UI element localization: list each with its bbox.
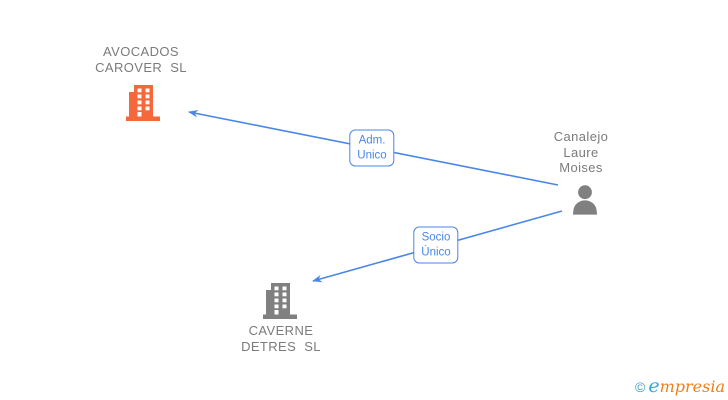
empresia-logo-text: mpresia xyxy=(659,377,725,396)
node-label-avocados-carover[interactable]: AVOCADOS CAROVER SL xyxy=(95,44,187,75)
copyright-icon: © xyxy=(635,379,646,395)
edge-label-adm-unico[interactable]: Adm. Unico xyxy=(349,129,395,167)
person-icon[interactable] xyxy=(569,185,601,222)
building-icon[interactable] xyxy=(263,281,297,324)
node-label-canalejo-laure-moises[interactable]: Canalejo Laure Moises xyxy=(553,129,609,175)
empresia-logo-e: e xyxy=(648,375,660,397)
node-label-caverne-detres[interactable]: CAVERNE DETRES SL xyxy=(241,323,321,354)
building-icon[interactable] xyxy=(126,83,160,126)
empresia-logo[interactable]: © e mpresia xyxy=(635,375,725,397)
edge-label-socio-unico[interactable]: Socio Único xyxy=(413,226,459,264)
